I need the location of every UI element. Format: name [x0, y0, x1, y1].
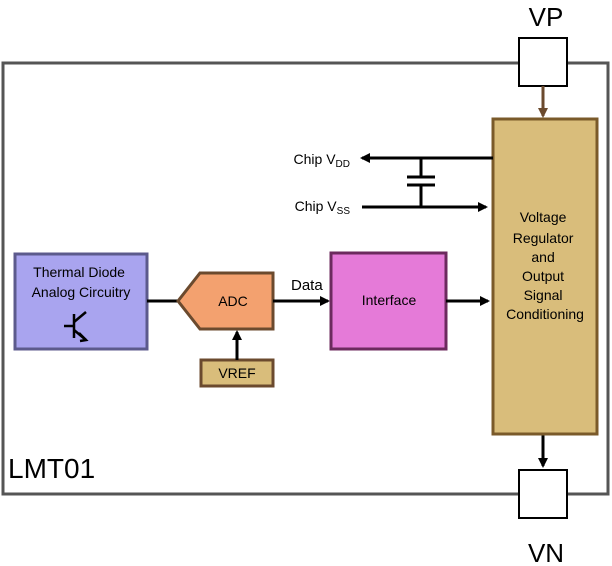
regulator-line-2: Regulator [513, 230, 574, 246]
vref-block [199, 358, 275, 388]
regulator-line-6: Conditioning [506, 306, 584, 322]
pin-label-vn: VN [528, 538, 564, 566]
adc-label: ADC [218, 293, 248, 309]
data-label: Data [291, 277, 323, 294]
interface-block [329, 251, 448, 351]
regulator-line-3: and [531, 249, 554, 265]
regulator-block [491, 117, 599, 436]
regulator-line-4: Output [522, 268, 564, 284]
pin-box-vn [518, 469, 568, 519]
regulator-line-5: Signal [524, 287, 563, 303]
thermal-diode-label: Thermal Diode Analog Circuitry [32, 264, 131, 300]
adc-block [176, 271, 275, 331]
vref-label: VREF [218, 365, 255, 381]
vdd-label: Chip VDD [294, 151, 350, 170]
vss-label: Chip VSS [295, 198, 351, 217]
regulator-line-1: Voltage [520, 209, 567, 225]
thermal-diode-block [13, 252, 149, 351]
bjt-transistor-icon [64, 311, 89, 343]
regulator-label: Voltage Regulator and Output Signal Cond… [506, 209, 584, 322]
chip-outline [1, 61, 610, 496]
chip-label: LMT01 [8, 453, 95, 484]
capacitor-icon [407, 158, 435, 207]
interface-label: Interface [362, 292, 417, 308]
pin-label-vp: VP [529, 2, 564, 32]
pin-box-vp [518, 37, 568, 87]
